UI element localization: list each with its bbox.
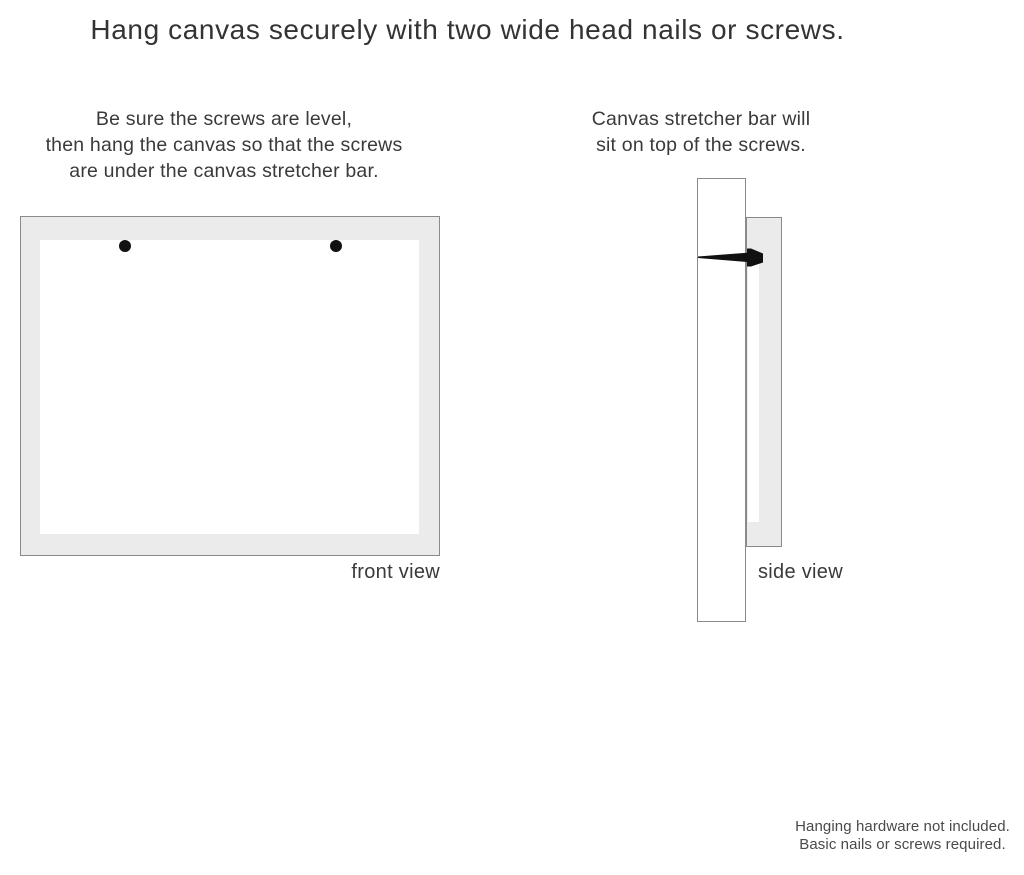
- canvas-side-view: [746, 217, 782, 547]
- canvas-side-inner-face: [748, 262, 759, 522]
- instruction-line: sit on top of the screws.: [596, 134, 806, 156]
- instruction-line: Be sure the screws are level,: [95, 108, 353, 130]
- instruction-line: then hang the canvas so that the screws: [45, 134, 403, 156]
- front-view-label: front view: [351, 561, 440, 583]
- footnote-line: Hanging hardware not included.: [795, 818, 1010, 835]
- page-title: Hang canvas securely with two wide head …: [90, 14, 845, 45]
- side-view-instructions: Canvas stretcher bar will sit on top of …: [576, 106, 826, 158]
- side-view-label: side view: [758, 561, 843, 583]
- wall-cross-section: [697, 178, 746, 622]
- canvas-front-inner-face: [40, 240, 419, 534]
- hardware-footnote: Hanging hardware not included. Basic nai…: [775, 818, 1024, 854]
- instruction-line: Canvas stretcher bar will: [591, 108, 811, 130]
- canvas-front-view: [20, 216, 440, 556]
- front-view-instructions: Be sure the screws are level, then hang …: [20, 106, 428, 184]
- instruction-line: are under the canvas stretcher bar.: [69, 160, 379, 182]
- nail-side-profile-icon: [698, 248, 763, 267]
- footnote-line: Basic nails or screws required.: [799, 836, 1006, 853]
- nail-head-dot-right: [330, 240, 342, 252]
- nail-head-dot-left: [119, 240, 131, 252]
